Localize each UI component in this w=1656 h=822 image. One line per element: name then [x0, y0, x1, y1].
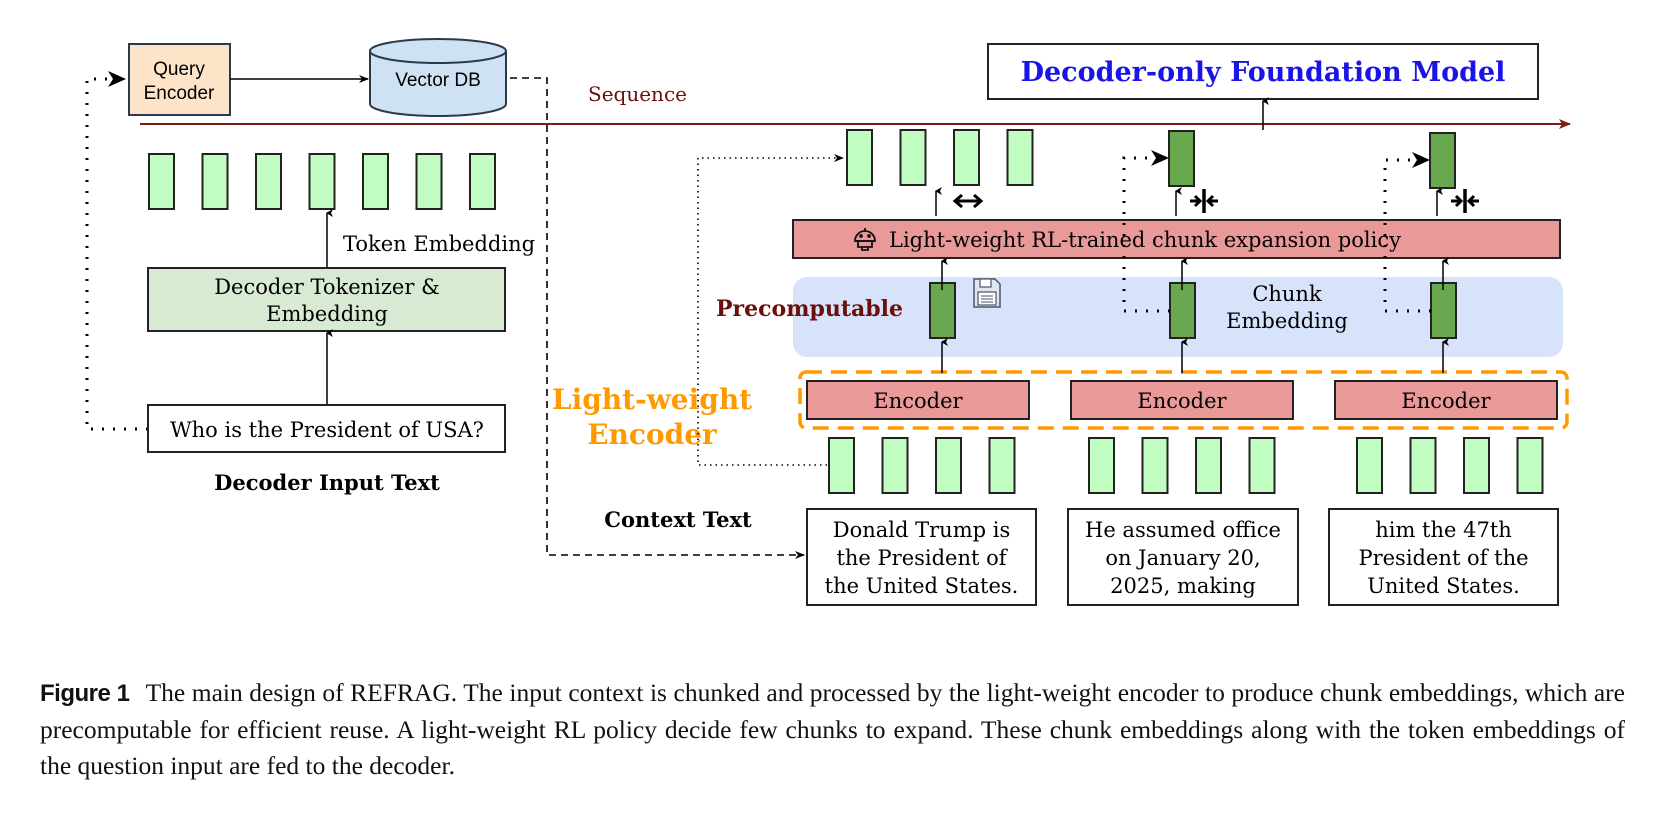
question-token-embeddings [148, 153, 496, 210]
decoder-model-box: Decoder-only Foundation Model [987, 43, 1539, 100]
chunk-reuse-dotted-arrow [1122, 150, 1170, 313]
chunk-embedding-line1: Chunk [1252, 282, 1322, 306]
decoder-input-text: Who is the President of USA? [170, 418, 484, 442]
robot-icon [854, 228, 876, 251]
chunk-embedding [929, 282, 956, 339]
decoder-input-caption: Decoder Input Text [214, 470, 440, 495]
context-chunk-line: the United States. [825, 574, 1019, 598]
vector-db-label: Vector DB [395, 70, 481, 91]
context-chunk-box [1328, 508, 1559, 606]
query-encoder: Query Encoder [128, 43, 231, 116]
question-token [362, 153, 389, 210]
expanded-token [953, 129, 980, 186]
compress-arrows-icon [1451, 189, 1479, 213]
encoder-label: Encoder [1137, 389, 1227, 413]
expanded-token [846, 129, 873, 186]
decoder-input-box: Who is the President of USA? [147, 404, 506, 453]
context-token [1409, 437, 1437, 494]
context-text-label: Context Text [604, 507, 752, 532]
context-token [1248, 437, 1276, 494]
question-token [148, 153, 175, 210]
expand-arrows-icon [952, 193, 984, 209]
context-chunk-line: 2025, making [1110, 574, 1256, 598]
question-token [308, 153, 336, 210]
rl-policy-label: Light-weight RL-trained chunk expansion … [889, 228, 1401, 252]
chunk-embedding [1430, 282, 1457, 339]
refrag-diagram: Sequence Query Encoder Vector DB Decoder… [85, 38, 1571, 606]
expanded-token [899, 129, 927, 186]
expanded-token [1006, 129, 1034, 186]
context-chunk-line: United States. [1367, 574, 1520, 598]
figure-caption: Figure 1 The main design of REFRAG. The … [40, 675, 1625, 784]
sequence-label: Sequence [588, 82, 687, 106]
encoder-label: Encoder [873, 389, 963, 413]
figure-label: Figure 1 [40, 680, 130, 707]
context-chunk-line: him the 47th [1375, 518, 1512, 542]
light-weight-encoder-region [798, 370, 1569, 430]
encoder-label: Encoder [1401, 389, 1491, 413]
context-chunk-box [806, 508, 1037, 606]
decoder-tokenizer-box: Decoder Tokenizer & Embedding [147, 267, 506, 332]
encoder-box [1334, 380, 1558, 420]
chunk-column: Donald Trump is the President of the Unite… [697, 129, 1037, 606]
context-chunk-line: the President of [836, 546, 1008, 570]
encoder-box [806, 380, 1030, 420]
light-weight-encoder-line2: Encoder [587, 418, 718, 451]
compressed-chunk-embedding [1168, 130, 1195, 187]
context-token [988, 437, 1016, 494]
context-chunk-line: Donald Trump is [833, 518, 1010, 542]
chunk-columns: Donald Trump is the President of the Unite… [697, 129, 1559, 606]
query-encoder-line1: Query [153, 59, 205, 80]
context-token [1516, 437, 1544, 494]
context-chunk-line: He assumed office [1085, 518, 1281, 542]
context-token [1141, 437, 1169, 494]
encoder-box [1070, 380, 1294, 420]
context-chunk-line: on January 20, [1105, 546, 1260, 570]
context-token [881, 437, 909, 494]
token-embedding-label: Token Embedding [343, 232, 535, 256]
decoder-tokenizer-line2: Embedding [266, 302, 388, 326]
context-token [828, 437, 855, 494]
chunk-reuse-dotted-arrow [1383, 152, 1431, 313]
floppy-disk-icon [973, 278, 1001, 308]
precomputable-label: Precomputable [716, 296, 903, 322]
context-token [1195, 437, 1222, 494]
question-token [201, 153, 229, 210]
chunk-embedding-line2: Embedding [1226, 309, 1348, 333]
db-to-context-dashed-arrow [510, 77, 805, 559]
question-token [255, 153, 282, 210]
context-token [1356, 437, 1383, 494]
compress-arrows-icon [1190, 189, 1218, 213]
query-encoder-line2: Encoder [144, 83, 215, 104]
decoder-tokenizer-line1: Decoder Tokenizer & [214, 275, 440, 299]
context-token [935, 437, 962, 494]
compressed-chunk-embedding [1429, 132, 1456, 189]
question-token [415, 153, 443, 210]
context-chunk-line: President of the [1358, 546, 1528, 570]
context-chunk-box [1067, 508, 1299, 606]
question-token [469, 153, 496, 210]
input-to-query-dotted-arrow [85, 71, 148, 431]
chunk-embedding [1169, 282, 1196, 339]
chunk-column: He assumed office on January 20, 2025, mak… [1067, 130, 1299, 606]
context-token [1088, 437, 1115, 494]
vector-db-cylinder: Vector DB [369, 38, 507, 117]
decoder-model-label: Decoder-only Foundation Model [1021, 57, 1506, 88]
light-weight-encoder-line1: Light-weight [552, 383, 752, 416]
context-token [1463, 437, 1490, 494]
rl-policy-bar: Light-weight RL-trained chunk expansion … [792, 219, 1561, 259]
figure-caption-text: The main design of REFRAG. The input con… [40, 678, 1625, 780]
